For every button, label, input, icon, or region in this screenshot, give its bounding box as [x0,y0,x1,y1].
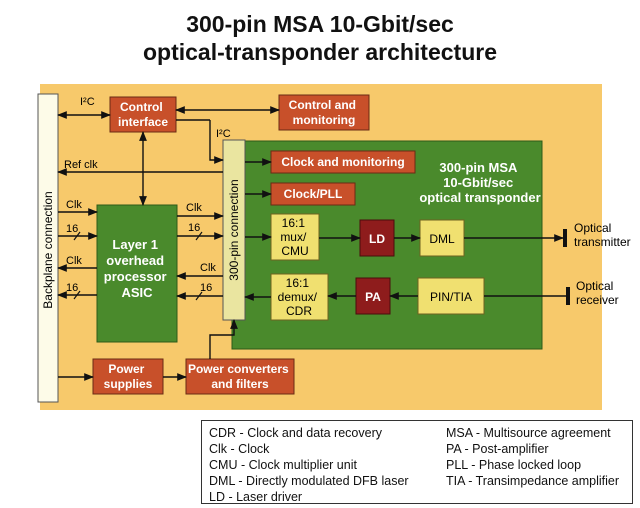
mux-cmu-block [270,213,320,261]
legend-item: CDR - Clock and data recovery [209,426,382,440]
legend-column-right: MSA - Multisource agreement PA - Post-am… [446,425,619,489]
legend-item: PLL - Phase locked loop [446,458,582,472]
title-line-2: optical-transponder architecture [142,39,498,65]
optical-tx-port [563,229,567,247]
legend-item: MSA - Multisource agreement [446,426,611,440]
pa-label: PA [365,290,381,304]
optical-transmitter-label: Optical transmitter [574,221,631,249]
clock-pll-label: Clock/PLL [284,187,343,201]
legend-item: TIA - Transimpedance amplifier [446,474,619,488]
ld-block [359,219,395,257]
power-converters-label: Power converters and filters [188,362,292,391]
label-clk-tx-left: Clk [66,199,82,211]
label-16-rx-right: 16 [200,282,212,294]
dml-label: DML [429,232,455,246]
label-clk-rx-right: Clk [200,262,216,274]
clock-monitoring-label: Clock and monitoring [281,155,404,169]
pin-tia-block [417,277,485,315]
label-16-tx-left: 16 [66,223,78,235]
control-monitoring-block [278,94,370,131]
label-ref-clk: Ref clk [64,159,98,171]
legend-item: DML - Directly modulated DFB laser [209,474,409,488]
legend-column-left: CDR - Clock and data recovery Clk - Cloc… [209,425,409,505]
label-16-tx-right: 16 [188,222,200,234]
abbreviation-legend: CDR - Clock and data recovery Clk - Cloc… [201,420,633,504]
optical-rx-port [566,287,570,305]
bus-slashes [73,231,203,301]
asic-label: Layer 1 overhead processor ASIC [104,237,171,300]
pin-tia-label: PIN/TIA [430,290,472,304]
backplane-label: Backplane connection [41,191,55,308]
demux-cdr-label: 16:1 demux/ CDR [278,276,321,318]
label-i2c-left: I²C [80,96,95,108]
pin-connector-label: 300-pin connection [227,179,241,280]
label-16-rx-left: 16 [66,282,78,294]
legend-item: CMU - Clock multiplier unit [209,458,357,472]
ld-label: LD [369,232,385,246]
control-monitoring-label: Control and monitoring [289,98,360,127]
mux-cmu-label: 16:1 mux/ CMU [280,216,309,258]
signal-labels: I²C I²C Ref clk Clk 16 Clk 16 Clk 16 Clk… [64,96,231,294]
title-line-1: 300-pin MSA 10-Gbit/sec [186,11,454,37]
power-converters-block [185,358,295,395]
pa-block [355,277,391,315]
control-interface-block [109,96,177,133]
backplane-bar [37,93,59,403]
power-supplies-label: Power supplies [104,362,153,391]
asic-block [96,204,178,343]
control-interface-label: Control interface [118,100,168,129]
optical-receiver-label: Optical receiver [576,279,619,307]
legend-item: PA - Post-amplifier [446,442,549,456]
architecture-diagram: Backplane connection 300-pin MSA 10-Gbit… [37,84,631,410]
label-clk-tx-right: Clk [186,202,202,214]
label-clk-rx-left: Clk [66,255,82,267]
label-i2c-right: I²C [216,128,231,140]
legend-item: LD - Laser driver [209,490,303,504]
legend-item: Clk - Clock [209,442,270,456]
transponder-label: 300-pin MSA 10-Gbit/sec optical transpon… [419,160,540,205]
